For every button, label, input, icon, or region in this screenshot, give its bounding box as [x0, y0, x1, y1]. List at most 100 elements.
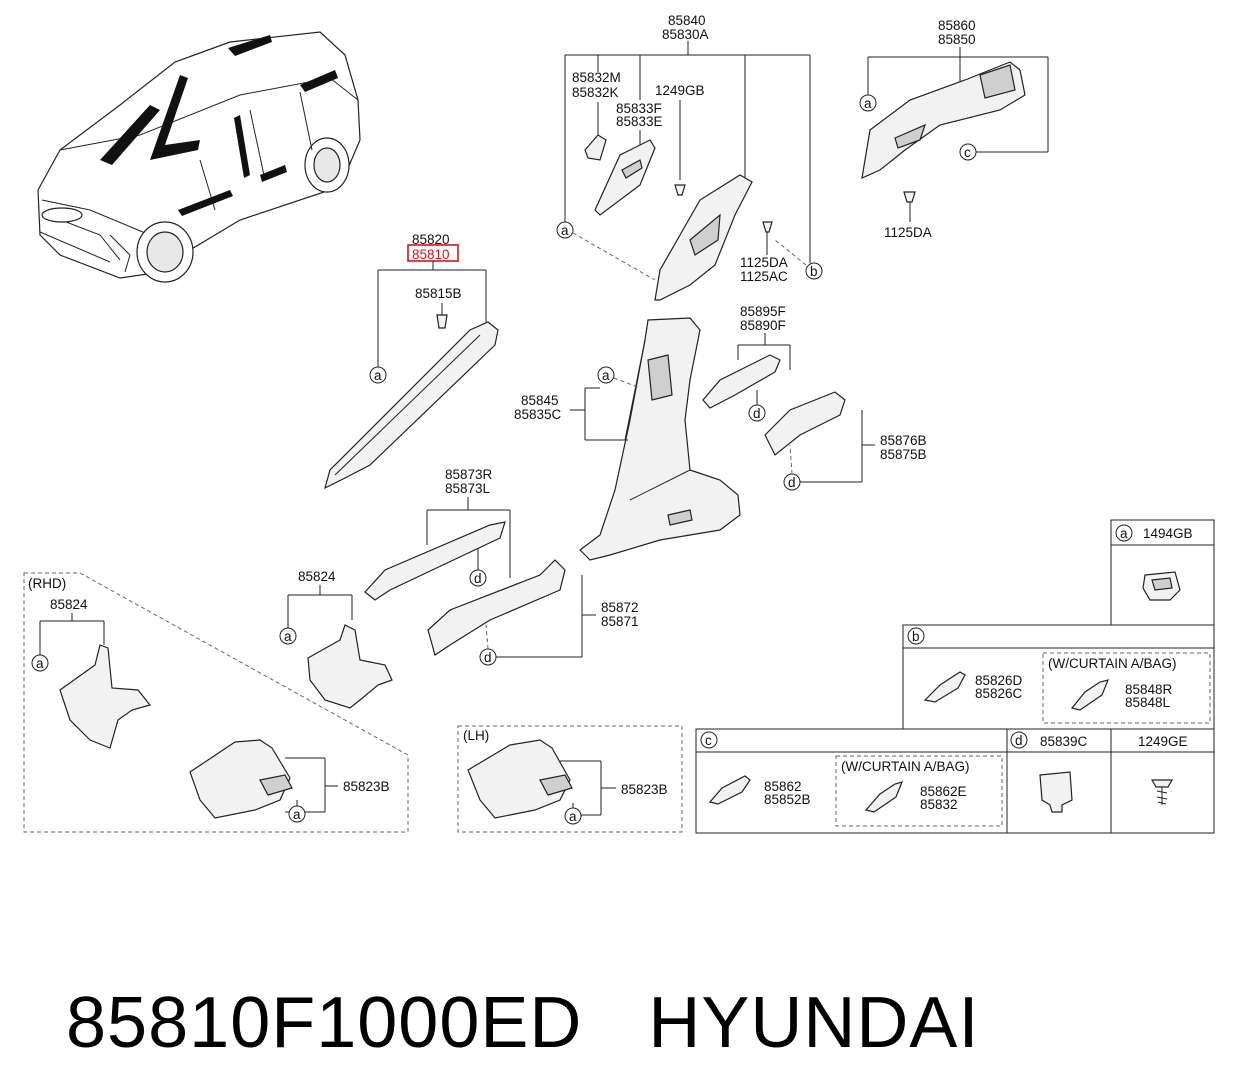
- label-85840: 85840: [668, 13, 706, 28]
- svg-text:c: c: [705, 733, 712, 748]
- callout-a-8: [564, 807, 582, 825]
- vehicle-illustration: [37, 31, 361, 283]
- lh-frame: [457, 725, 683, 833]
- label-85839c: 85839C: [1040, 734, 1088, 749]
- svg-text:a: a: [1120, 526, 1128, 541]
- label-85826c: 85826C: [975, 686, 1023, 701]
- rhd-section: (RHD) 85824 a 85823B a: [23, 572, 409, 833]
- part-b-pillar-lower: [579, 317, 741, 561]
- label-85848r: 85848R: [1125, 682, 1173, 697]
- callout-d-3: [469, 569, 487, 587]
- legend-c: c 85862 85852B (W/CURTAIN A/BAG) 85862E …: [695, 728, 1008, 834]
- svg-text:d: d: [474, 571, 482, 586]
- clip-85839c: [1039, 771, 1073, 813]
- label-85832: 85832: [920, 797, 958, 812]
- callout-a-4: [597, 366, 615, 384]
- label-85862e: 85862E: [920, 784, 967, 799]
- label-85845: 85845: [521, 393, 559, 408]
- label-85815b: 85815B: [415, 286, 462, 301]
- label-85824-1: 85824: [298, 569, 336, 584]
- callout-a-1: [369, 366, 387, 384]
- center-pillar-upper-group: 85840 85830A 85832M 85832K 1249GB 85833F…: [556, 13, 823, 301]
- label-85832m: 85832M: [572, 70, 621, 85]
- svg-text:b: b: [810, 264, 818, 279]
- label-85872: 85872: [601, 600, 639, 615]
- label-85873l: 85873L: [445, 481, 491, 496]
- svg-text:d: d: [1015, 733, 1023, 748]
- label-rhd: (RHD): [28, 576, 66, 591]
- part-85876b: [764, 391, 846, 456]
- label-1249gb: 1249GB: [655, 83, 705, 98]
- label-85852b: 85852B: [764, 792, 811, 807]
- part-85873r: [364, 521, 506, 601]
- label-curtain-bag-1: (W/CURTAIN A/BAG): [1048, 656, 1177, 671]
- clip-85815b: [436, 314, 448, 329]
- parts-diagram: 85820 85810 85815B a 85840 85830A 85832M…: [23, 13, 1215, 834]
- a-pillar-group: 85820 85810 85815B a: [324, 232, 499, 490]
- label-85876b: 85876B: [880, 433, 927, 448]
- part-85862e: [864, 781, 904, 813]
- label-85875b: 85875B: [880, 447, 927, 462]
- label-85873r: 85873R: [445, 467, 493, 482]
- callout-a-2: [556, 221, 574, 239]
- label-curtain-bag-2: (W/CURTAIN A/BAG): [841, 759, 970, 774]
- label-85835c: 85835C: [514, 407, 562, 422]
- screw-1249ge: [1150, 779, 1174, 788]
- svg-text:c: c: [964, 145, 971, 160]
- label-85823b-1: 85823B: [343, 779, 390, 794]
- part-85824-rhd: [59, 644, 152, 749]
- label-85833e: 85833E: [616, 114, 663, 129]
- callout-a-5: [279, 627, 297, 645]
- label-85833f: 85833F: [616, 101, 662, 116]
- label-85810[interactable]: 85810: [412, 247, 450, 262]
- svg-text:b: b: [912, 629, 920, 644]
- part-85848r: [1070, 679, 1109, 711]
- part-85895f: [702, 354, 781, 409]
- screw-1125da: [762, 221, 773, 233]
- svg-text:a: a: [864, 96, 872, 111]
- lh-section: (LH) 85823B a: [457, 725, 683, 833]
- legend-d: d 85839C: [1006, 728, 1112, 834]
- part-85832m: [584, 134, 607, 161]
- svg-text:a: a: [602, 368, 610, 383]
- part-85826d: [923, 671, 966, 703]
- label-1125ac: 1125AC: [740, 269, 788, 284]
- trim-85876b-group: 85876B 85875B d: [764, 391, 927, 491]
- part-85872: [427, 559, 566, 656]
- callout-d-1: [748, 404, 766, 422]
- label-1125da-1: 1125DA: [740, 255, 788, 270]
- callout-c-1: [959, 143, 977, 161]
- trim-85872-group: 85872 85871 d: [427, 559, 639, 666]
- svg-text:d: d: [753, 406, 761, 421]
- svg-text:a: a: [374, 368, 382, 383]
- brand-name: HYUNDAI: [648, 983, 980, 1063]
- footer-title: 85810F1000ED HYUNDAI: [24, 888, 979, 1068]
- svg-text:d: d: [484, 650, 492, 665]
- svg-text:a: a: [569, 809, 577, 824]
- callout-a-3: [859, 94, 877, 112]
- svg-text:a: a: [284, 629, 292, 644]
- screw-1249gb: [674, 184, 686, 196]
- legend-a: a 1494GB: [1110, 519, 1215, 626]
- label-85850: 85850: [938, 32, 976, 47]
- svg-text:a: a: [561, 223, 569, 238]
- rhd-frame: [23, 572, 409, 833]
- part-85824-center: [307, 624, 393, 709]
- label-85832k: 85832K: [572, 85, 619, 100]
- part-a-pillar-trim: [324, 321, 499, 490]
- label-85823b-2: 85823B: [621, 782, 668, 797]
- label-85824-2: 85824: [50, 597, 88, 612]
- part-number: 85810F1000ED: [66, 983, 583, 1063]
- label-1125da-2: 1125DA: [884, 225, 932, 240]
- svg-text:a: a: [36, 656, 44, 671]
- label-85862: 85862: [764, 779, 802, 794]
- label-85895f: 85895F: [740, 304, 786, 319]
- label-85860: 85860: [938, 18, 976, 33]
- trim-85895f-group: 85895F 85890F d: [702, 304, 791, 422]
- callout-b-1: [805, 262, 823, 280]
- label-1494gb: 1494GB: [1143, 526, 1193, 541]
- label-85890f: 85890F: [740, 318, 786, 333]
- svg-text:a: a: [293, 807, 301, 822]
- label-85871: 85871: [601, 614, 639, 629]
- callout-a-7: [288, 805, 306, 823]
